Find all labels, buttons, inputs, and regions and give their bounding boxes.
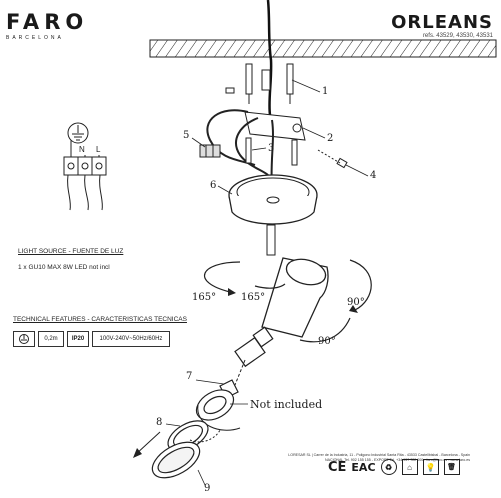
voltage-box: 100V-240V~50Hz/60Hz (92, 331, 170, 347)
wall-plug-right (286, 63, 294, 95)
fixing-nut (336, 157, 348, 169)
recycle-icon: ♻ (380, 459, 397, 475)
footer-line-2: NACIONAL Tel. 902 155 155 - EXPORT Tel. … (325, 458, 470, 462)
angle-label-1: 165° (192, 292, 217, 303)
mounting-bracket (244, 111, 306, 141)
brand-subtitle: BARCELONA (6, 35, 64, 41)
ceiling-hatch (149, 39, 497, 58)
angle-label-4: 90° (318, 336, 336, 347)
wiring-label-l: L (96, 145, 101, 154)
cert-marks: CE EAC ♻ ⌂ 💡 🗑 (328, 459, 460, 475)
distance-value: 0,2m (44, 336, 58, 342)
ip-rating: IP20 (71, 336, 85, 342)
technical-title: TECHNICAL FEATURES - CARACTERISTICAS TEC… (13, 316, 187, 323)
rotation-arrow-90-top (349, 259, 372, 311)
angle-label-2: 165° (241, 292, 266, 303)
callout-3: 3 (268, 143, 275, 154)
power-cable (266, 0, 273, 116)
light-source-text: 1 x GU10 MAX 8W LED not incl (18, 264, 110, 271)
model-name: ORLEANS (391, 12, 493, 33)
technical-boxes: 0,2m IP20 100V-240V~50Hz/60Hz (13, 331, 170, 347)
callout-5: 5 (183, 130, 190, 141)
ip-rating-box: IP20 (67, 331, 89, 347)
bulb-icon: 💡 (422, 459, 439, 475)
class-icon (13, 331, 35, 347)
wiring-label-n: N (79, 145, 85, 154)
voltage-value: 100V-240V~50Hz/60Hz (99, 336, 163, 342)
callout-1: 1 (322, 86, 329, 97)
not-included-label: Not included (250, 398, 323, 411)
weee-bin-icon: 🗑 (443, 459, 460, 475)
brand-logo: FARO (6, 10, 89, 34)
callout-7: 7 (186, 371, 193, 382)
callout-6: 6 (210, 180, 217, 191)
distance-box: 0,2m (38, 331, 64, 347)
callout-8: 8 (156, 417, 163, 428)
callout-2: 2 (327, 133, 334, 144)
callout-9: 9 (204, 483, 211, 494)
indoor-use-icon: ⌂ (401, 459, 418, 475)
terminal-block (199, 144, 221, 158)
footer-line-1: LORESAR SL | Carrer de la Industria, 11 … (288, 453, 470, 457)
footer-address: LORESAR SL | Carrer de la Industria, 11 … (170, 453, 470, 463)
eac-mark: EAC (351, 460, 376, 474)
screw-right (291, 139, 298, 166)
wall-plug-left (245, 63, 253, 95)
rotation-arrow-90-bottom (299, 317, 351, 343)
light-source-title: LIGHT SOURCE - FUENTE DE LUZ (18, 248, 124, 255)
rotation-arrow-165-left (203, 261, 241, 293)
callout-4: 4 (370, 170, 377, 181)
angle-label-3: 90° (347, 297, 365, 308)
ce-mark: CE (328, 459, 347, 475)
model-refs: refs. 43529, 43530, 43531 (422, 33, 493, 39)
screw-left (245, 137, 252, 164)
